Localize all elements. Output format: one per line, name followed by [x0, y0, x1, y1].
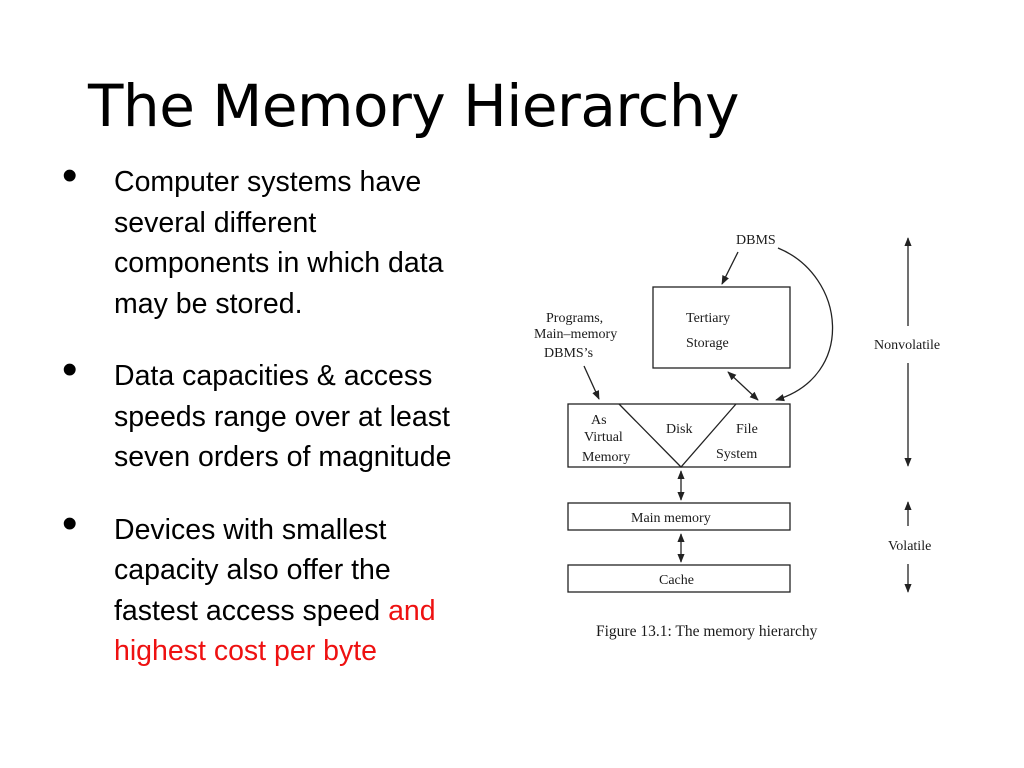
- bullet-line: capacity also offer the: [114, 554, 391, 586]
- bullet-item: • Computer systems have several differen…: [62, 162, 514, 324]
- system-label: System: [716, 447, 757, 462]
- tertiary-storage-box: [652, 286, 791, 369]
- bullet-dot-icon: •: [62, 345, 78, 394]
- bullet-line: Devices with smallest: [114, 513, 387, 546]
- bullet-line: speeds range over at least: [114, 400, 450, 433]
- bullet-line: Data capacities & access: [114, 360, 433, 392]
- bullet-dot-icon: •: [62, 162, 78, 200]
- bullet-item: • Data capacities & access speeds range …: [62, 348, 514, 478]
- bullet-line: may be stored.: [114, 287, 303, 320]
- nonvolatile-label: Nonvolatile: [874, 338, 940, 353]
- bullet-text-black: fastest access speed: [114, 594, 389, 627]
- virtual-label: Virtual: [584, 430, 623, 445]
- slide-title: The Memory Hierarchy: [88, 72, 739, 140]
- storage-label: Storage: [686, 336, 729, 351]
- bullet-list: • Computer systems have several differen…: [62, 162, 514, 704]
- dbmss-label: DBMS’s: [544, 346, 593, 361]
- disk-triangle: [618, 403, 737, 468]
- dbms-to-tertiary-arrow: [721, 251, 739, 285]
- tertiary-disk-arrow: [727, 371, 759, 401]
- file-label: File: [736, 422, 758, 437]
- main-memory-box-label: Main memory: [631, 511, 711, 526]
- bullet-item: • Devices with smallest capacity also of…: [62, 501, 514, 672]
- cache-box: [567, 564, 791, 593]
- disk-label: Disk: [666, 422, 692, 437]
- main-memory-box: [567, 502, 791, 531]
- bullet-line: components in which data: [114, 247, 444, 279]
- dbms-to-file-system-arrow: [775, 247, 834, 402]
- bullet-line: several different: [114, 206, 317, 239]
- memory-hierarchy-figure: DBMS Tertiary Storage Programs, Main–mem…: [534, 233, 940, 640]
- figure-caption: Figure 13.1: The memory hierarchy: [596, 623, 818, 640]
- as-label: As: [591, 413, 607, 428]
- bullet-line: Computer systems have: [114, 166, 422, 198]
- bullet-text-highlight: and: [388, 594, 436, 627]
- programs-label: Programs,: [546, 311, 603, 326]
- programs-to-virtual-arrow: [583, 365, 600, 400]
- bullet-text-highlight: highest cost per byte: [114, 635, 377, 667]
- bullet-line: seven orders of magnitude: [114, 441, 452, 473]
- memory-label: Memory: [582, 450, 630, 465]
- bullet-dot-icon: •: [62, 498, 78, 548]
- tertiary-label: Tertiary: [686, 311, 730, 326]
- cache-label: Cache: [659, 573, 694, 588]
- main-memory-label: Main–memory: [534, 327, 617, 342]
- bullet-line: fastest access speed and: [114, 591, 514, 632]
- disk-box: [567, 403, 791, 468]
- dbms-label: DBMS: [736, 233, 776, 248]
- volatile-label: Volatile: [888, 539, 931, 554]
